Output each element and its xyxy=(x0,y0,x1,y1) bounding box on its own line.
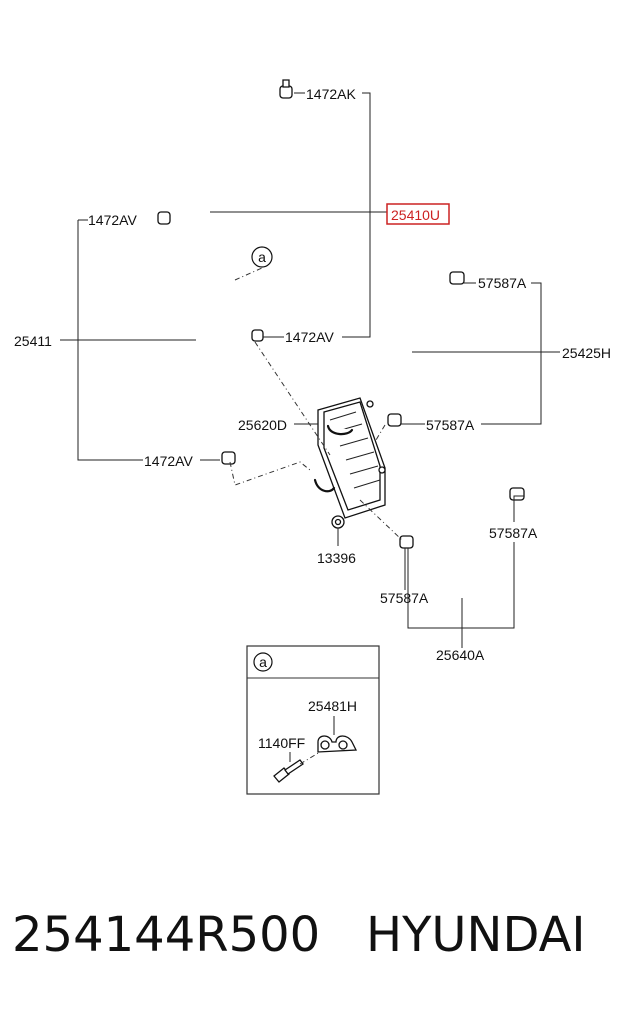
parts-diagram: a 1472AK 25410U 1472AV 25411 1472AV 1472… xyxy=(14,79,611,795)
highlight-box-25410u xyxy=(386,203,450,225)
clip-25481h xyxy=(317,735,358,753)
brand-name: HYUNDAI xyxy=(366,907,586,963)
clamp-1472av-mid xyxy=(251,329,264,342)
inset-a-label: a xyxy=(259,654,267,670)
hose-25640a xyxy=(433,505,497,600)
clamp-1472ak xyxy=(279,79,293,99)
label-25481h: 25481H xyxy=(308,698,357,714)
clamp-57587a-right xyxy=(509,487,525,501)
label-13396: 13396 xyxy=(317,550,356,566)
bolt-1140ff xyxy=(273,759,304,783)
callout-a: a xyxy=(251,246,273,268)
part-number: 254144R500 xyxy=(12,907,321,963)
clamp-57587a-top xyxy=(449,271,465,285)
clamp-1472av-bottom xyxy=(221,451,236,465)
label-25410u: 25410U xyxy=(391,207,440,223)
label-57587a-top: 57587A xyxy=(478,275,527,291)
inset-a: a 25481H 1140FF xyxy=(246,645,380,795)
label-1472ak: 1472AK xyxy=(306,86,356,102)
oil-cooler-25620d xyxy=(313,397,386,519)
hose-25411 xyxy=(170,230,223,445)
label-25640a: 25640A xyxy=(436,647,485,663)
label-1472av-bottom: 1472AV xyxy=(144,453,193,469)
label-57587a-low: 57587A xyxy=(380,590,429,606)
label-1472av-mid: 1472AV xyxy=(285,329,334,345)
hose-25425h xyxy=(400,285,440,405)
label-25620d: 25620D xyxy=(238,417,287,433)
bolt-13396 xyxy=(331,515,345,529)
label-25411: 25411 xyxy=(14,333,52,349)
label-25425h: 25425H xyxy=(562,345,611,361)
label-1472av-top: 1472AV xyxy=(88,212,137,228)
svg-text:a: a xyxy=(258,249,266,265)
label-57587a-mid: 57587A xyxy=(426,417,475,433)
clamp-57587a-mid xyxy=(387,413,402,427)
caption: 254144R500 HYUNDAI xyxy=(0,895,620,985)
clamp-1472av-top xyxy=(157,211,171,225)
label-1140ff: 1140FF xyxy=(258,735,305,751)
label-57587a-right: 57587A xyxy=(489,525,538,541)
clamp-57587a-low xyxy=(399,535,414,549)
